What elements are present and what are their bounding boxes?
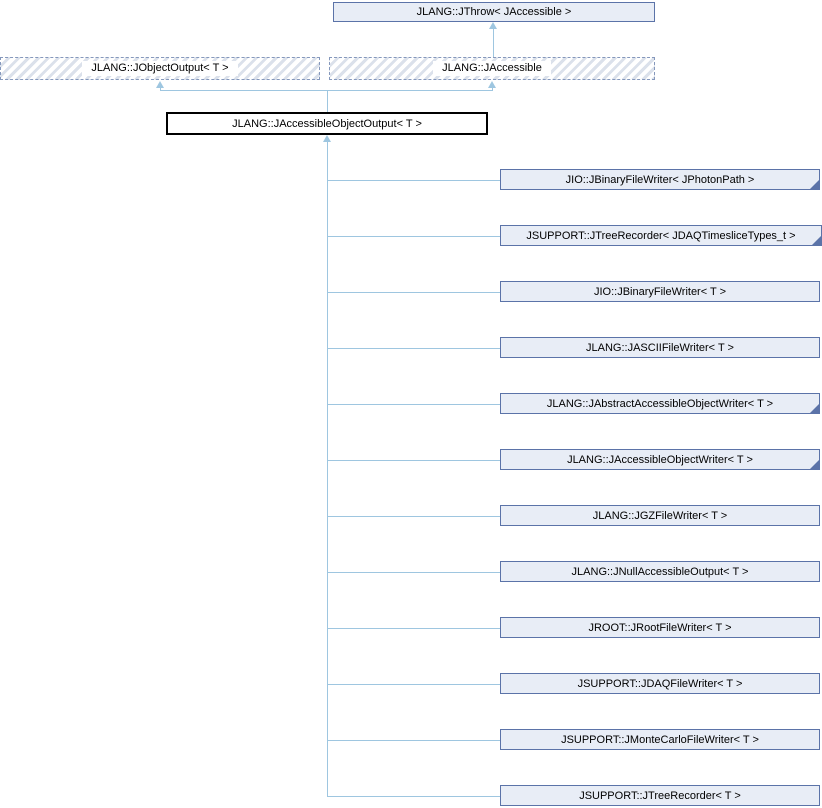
node-jtreerecorder-jdaqtimeslicetypes[interactable]: JSUPPORT::JTreeRecorder< JDAQTimesliceTy…: [500, 225, 822, 246]
node-label: JLANG::JAccessibleObjectWriter< T >: [567, 453, 753, 466]
node-jabstractaccessibleobjectwriter[interactable]: JLANG::JAbstractAccessibleObjectWriter< …: [500, 393, 820, 414]
edge-branch-child-1: [327, 236, 500, 237]
edge-branch-child-3: [327, 348, 500, 349]
node-jgzfilewriter[interactable]: JLANG::JGZFileWriter< T >: [500, 505, 820, 526]
node-label: JLANG::JNullAccessibleOutput< T >: [571, 565, 749, 578]
node-label: JSUPPORT::JDAQFileWriter< T >: [577, 677, 743, 690]
edge-children-trunk: [327, 141, 328, 797]
node-jobjectoutput: JLANG::JObjectOutput< T >: [0, 57, 320, 80]
node-jthrow-jaccessible[interactable]: JLANG::JThrow< JAccessible >: [333, 2, 655, 22]
edge-branch-child-9: [327, 684, 500, 685]
node-label: JIO::JBinaryFileWriter< JPhotonPath >: [565, 173, 755, 186]
edge-branch-child-8: [327, 628, 500, 629]
edge-branch-child-6: [327, 516, 500, 517]
node-jbinaryfilewriter-jphotonpath[interactable]: JIO::JBinaryFileWriter< JPhotonPath >: [500, 169, 820, 190]
fold-corner-icon: [810, 180, 819, 189]
fold-corner-icon: [810, 404, 819, 413]
node-jmontecarlofilewriter[interactable]: JSUPPORT::JMonteCarloFileWriter< T >: [500, 729, 820, 750]
edge-branch-child-2: [327, 292, 500, 293]
edge-branch-child-7: [327, 572, 500, 573]
node-label: JLANG::JAccessibleObjectOutput< T >: [232, 117, 422, 130]
node-label: JLANG::JGZFileWriter< T >: [592, 509, 728, 522]
edge-branch-child-0: [327, 180, 500, 181]
node-jdaqfilewriter[interactable]: JSUPPORT::JDAQFileWriter< T >: [500, 673, 820, 694]
node-jaccessibleobjectwriter[interactable]: JLANG::JAccessibleObjectWriter< T >: [500, 449, 820, 470]
edge-subject-stub: [327, 91, 328, 112]
node-label: JLANG::JThrow< JAccessible >: [416, 6, 572, 18]
edge-branch-child-5: [327, 460, 500, 461]
node-jaccessibleobjectoutput: JLANG::JAccessibleObjectOutput< T >: [166, 112, 488, 135]
arrow-up-icon: [488, 81, 496, 88]
arrow-up-icon: [323, 135, 331, 142]
fold-corner-icon: [810, 460, 819, 469]
edge-branch-child-11: [327, 796, 500, 797]
node-jbinaryfilewriter[interactable]: JIO::JBinaryFileWriter< T >: [500, 281, 820, 302]
edge-subject-to-objectoutput: [160, 86, 161, 91]
node-jrootfilewriter[interactable]: JROOT::JRootFileWriter< T >: [500, 617, 820, 638]
node-jtreerecorder[interactable]: JSUPPORT::JTreeRecorder< T >: [500, 785, 820, 806]
node-label: JSUPPORT::JTreeRecorder< JDAQTimesliceTy…: [526, 229, 796, 242]
arrow-up-icon: [156, 81, 164, 88]
node-label: JLANG::JASCIIFileWriter< T >: [586, 341, 734, 354]
arrow-up-icon: [489, 22, 497, 29]
node-label: JLANG::JObjectOutput< T >: [82, 61, 238, 76]
edge-accessible-to-throw: [493, 28, 494, 57]
node-label: JSUPPORT::JTreeRecorder< T >: [579, 789, 741, 802]
node-label: JLANG::JAbstractAccessibleObjectWriter< …: [546, 397, 774, 410]
node-label: JSUPPORT::JMonteCarloFileWriter< T >: [561, 733, 759, 746]
node-jasciifilewriter[interactable]: JLANG::JASCIIFileWriter< T >: [500, 337, 820, 358]
node-jaccessible: JLANG::JAccessible: [329, 57, 655, 80]
edge-subject-to-accessible: [492, 86, 493, 91]
fold-corner-icon: [812, 236, 821, 245]
node-label: JLANG::JAccessible: [433, 61, 551, 76]
node-label: JROOT::JRootFileWriter< T >: [588, 621, 732, 634]
edge-branch-child-10: [327, 740, 500, 741]
node-jnullaccessibleoutput[interactable]: JLANG::JNullAccessibleOutput< T >: [500, 561, 820, 582]
edge-branch-child-4: [327, 404, 500, 405]
edge-parent-branch: [160, 90, 493, 91]
node-label: JIO::JBinaryFileWriter< T >: [593, 285, 727, 298]
